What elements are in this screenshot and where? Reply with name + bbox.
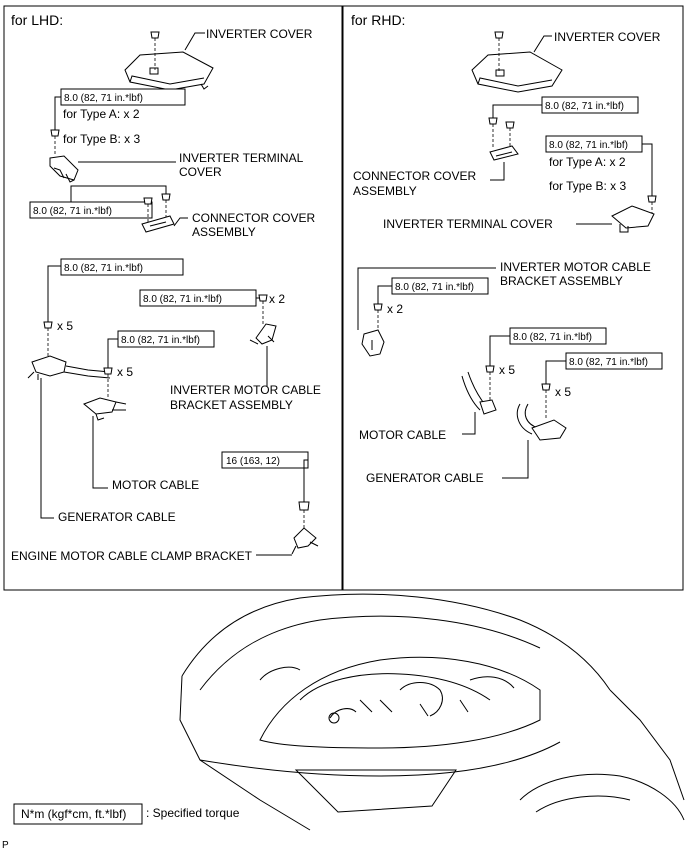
legend-box xyxy=(13,803,143,825)
lhd-connector-cover xyxy=(141,215,175,233)
rhd-inverter-cover xyxy=(471,51,563,93)
lhd-bracket-label-2: BRACKET ASSEMBLY xyxy=(170,398,293,412)
lhd-motor-torque-leader xyxy=(107,338,118,368)
lhd-motor-cable-label: MOTOR CABLE xyxy=(112,478,199,492)
rhd-motor-torque: 8.0 (82, 71 in.*lbf) xyxy=(513,332,592,343)
rhd-motor-cable-leader xyxy=(462,412,476,435)
rhd-cover-bolt xyxy=(494,31,504,72)
lhd-motor-cable-end xyxy=(83,397,127,421)
lhd-connector-torque-box xyxy=(29,201,153,219)
lhd-bracket-torque: 8.0 (82, 71 in.*lbf) xyxy=(143,294,222,305)
lhd-generator-cable-label: GENERATOR CABLE xyxy=(58,510,176,524)
lhd-generator-cable-leader xyxy=(40,378,54,519)
lhd-generator-torque: 8.0 (82, 71 in.*lbf) xyxy=(64,263,143,274)
lhd-connector-cover-label-2: ASSEMBLY xyxy=(192,225,256,239)
rhd-motor-bolt xyxy=(485,365,495,400)
lhd-motor-qty: x 5 xyxy=(117,365,133,379)
rhd-motor-cable-end xyxy=(461,371,497,415)
rhd-terminal-torque-leader xyxy=(642,143,653,196)
lhd-inverter-cover-label: INVERTER COVER xyxy=(206,27,313,41)
rhd-inverter-cover-leader xyxy=(533,35,552,53)
lhd-bracket-bolt xyxy=(258,294,268,324)
lhd-panel-frame xyxy=(3,5,343,591)
rhd-terminal-torque: 8.0 (82, 71 in.*lbf) xyxy=(549,140,628,151)
rhd-generator-torque: 8.0 (82, 71 in.*lbf) xyxy=(569,357,648,368)
rhd-generator-cable-label: GENERATOR CABLE xyxy=(366,471,484,485)
rhd-bracket-leader xyxy=(357,267,496,330)
rhd-bracket-label-1: INVERTER MOTOR CABLE xyxy=(500,260,651,274)
legend-unit: N*m (kgf*cm, ft.*lbf) xyxy=(21,807,126,821)
rhd-connector-bolt-1 xyxy=(488,117,498,148)
lhd-cover-torque: 8.0 (82, 71 in.*lbf) xyxy=(64,93,143,104)
lhd-clamp-torque-leader xyxy=(303,459,308,502)
rhd-type-a: for Type A: x 2 xyxy=(549,155,626,169)
lhd-cover-bolt xyxy=(150,31,160,70)
lhd-generator-qty: x 5 xyxy=(57,319,73,333)
lhd-inverter-cover-leader xyxy=(184,32,205,51)
rhd-inverter-terminal-cover xyxy=(611,205,655,233)
rhd-bracket-torque: 8.0 (82, 71 in.*lbf) xyxy=(395,282,474,293)
lhd-connector-cover-label-1: CONNECTOR COVER xyxy=(192,211,315,225)
lhd-generator-torque-box xyxy=(60,258,184,276)
lhd-generator-bolt xyxy=(43,321,53,356)
rhd-connector-cover xyxy=(489,145,519,161)
rhd-motor-cable-label: MOTOR CABLE xyxy=(359,428,446,442)
rhd-header: for RHD: xyxy=(351,12,405,28)
lhd-connector-torque-leader xyxy=(70,185,167,202)
lhd-terminal-cover-label-2: COVER xyxy=(179,165,222,179)
lhd-motor-torque: 8.0 (82, 71 in.*lbf) xyxy=(121,335,200,346)
rhd-motor-qty: x 5 xyxy=(499,363,515,377)
lhd-clamp-bolt xyxy=(298,501,310,528)
rhd-connector-cover-leader xyxy=(490,162,505,181)
rhd-panel-frame xyxy=(342,5,684,591)
rhd-terminal-cover-label: INVERTER TERMINAL COVER xyxy=(383,217,553,231)
lhd-clamp-bracket xyxy=(291,527,319,555)
lhd-connector-torque: 8.0 (82, 71 in.*lbf) xyxy=(33,206,112,217)
lhd-type-a: for Type A: x 2 xyxy=(63,107,140,121)
lhd-clamp-torque: 16 (163, 12) xyxy=(226,456,280,467)
rhd-connector-torque-leader xyxy=(492,104,542,118)
lhd-motor-bolt xyxy=(103,367,113,398)
lhd-inverter-cover xyxy=(124,51,214,91)
rhd-terminal-bolt xyxy=(647,195,657,214)
rhd-bracket-label-2: BRACKET ASSEMBLY xyxy=(500,274,623,288)
lhd-generator-torque-leader xyxy=(47,265,61,322)
rhd-connector-bolt-2 xyxy=(505,121,515,150)
lhd-clamp-label: ENGINE MOTOR CABLE CLAMP BRACKET xyxy=(11,549,253,563)
rhd-motor-cable-bracket xyxy=(361,329,385,357)
lhd-motor-cable-bracket xyxy=(249,323,277,345)
rhd-bracket-bolt xyxy=(373,303,383,330)
rhd-generator-torque-leader xyxy=(545,360,566,384)
lhd-generator-cable-end xyxy=(27,355,111,380)
lhd-bracket-label-1: INVERTER MOTOR CABLE xyxy=(170,383,321,397)
rhd-connector-torque: 8.0 (82, 71 in.*lbf) xyxy=(545,101,624,112)
lhd-bracket-qty: x 2 xyxy=(269,292,285,306)
vehicle-engine-compartment xyxy=(179,593,685,831)
rhd-inverter-cover-label: INVERTER COVER xyxy=(554,30,661,44)
legend-text: : Specified torque xyxy=(146,806,240,820)
rhd-generator-cable-leader xyxy=(502,440,529,479)
rhd-motor-torque-leader xyxy=(489,335,510,366)
lhd-connector-bolt-1 xyxy=(143,197,153,222)
lhd-header: for LHD: xyxy=(11,12,63,28)
rhd-connector-cover-label-2: ASSEMBLY xyxy=(353,184,417,198)
lhd-cover-torque-leader xyxy=(54,96,61,130)
lhd-type-b: for Type B: x 3 xyxy=(63,132,140,146)
lhd-terminal-bolt xyxy=(50,129,60,156)
rhd-bracket-qty: x 2 xyxy=(387,302,403,316)
rhd-connector-cover-label-1: CONNECTOR COVER xyxy=(353,169,476,183)
footer-mark: P xyxy=(2,840,9,851)
lhd-terminal-cover-label-1: INVERTER TERMINAL xyxy=(179,151,304,165)
lhd-motor-cable-leader xyxy=(92,416,108,489)
rhd-type-b: for Type B: x 3 xyxy=(549,179,626,193)
rhd-generator-qty: x 5 xyxy=(555,385,571,399)
lhd-connector-cover-leader xyxy=(173,217,188,227)
rhd-bracket-torque-leader xyxy=(377,285,392,304)
rhd-generator-cable-end xyxy=(516,403,567,441)
lhd-inverter-terminal-cover xyxy=(49,155,79,183)
rhd-generator-bolt xyxy=(541,383,551,420)
